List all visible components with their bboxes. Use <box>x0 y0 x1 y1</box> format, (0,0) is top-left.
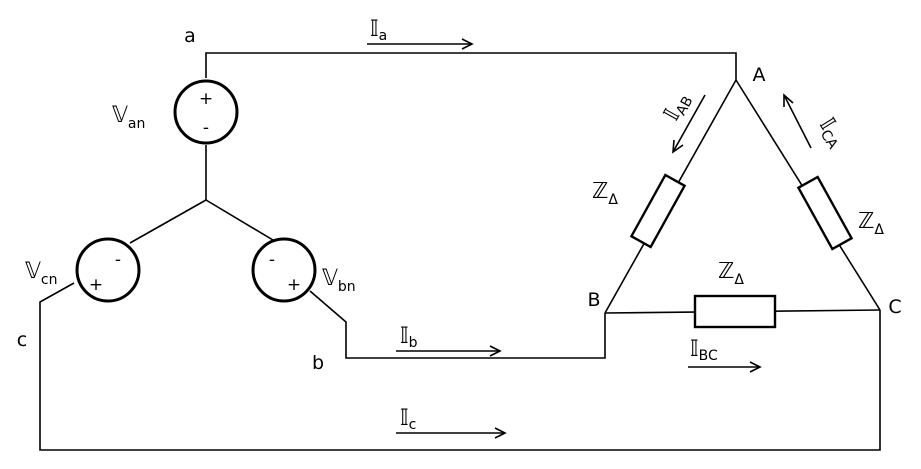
impedance-ca-label: ℤΔ <box>858 209 884 238</box>
arrow-current-ab <box>672 94 706 154</box>
impedance-ab <box>629 173 687 249</box>
source-cn-label: 𝕍cn <box>25 259 57 288</box>
current-b-label: 𝕀b <box>400 324 418 351</box>
arrow-current-bc <box>688 361 762 373</box>
source-cn-minus: - <box>115 250 121 270</box>
node-label-B: B <box>587 289 600 311</box>
source-an-minus: - <box>203 118 209 138</box>
arrow-current-ca <box>783 93 812 149</box>
source-bn: + - <box>251 237 317 303</box>
node-label-C: C <box>888 296 901 318</box>
current-a-label: 𝕀a <box>370 17 387 44</box>
source-bn-circle <box>251 237 317 303</box>
impedance-ca <box>796 175 854 251</box>
source-bn-label: 𝕍bn <box>322 266 356 295</box>
source-cn-circle <box>75 237 141 303</box>
current-c-label: 𝕀c <box>400 406 416 433</box>
source-cn-plus: + <box>89 275 103 295</box>
wire-neutral-to-cn <box>129 199 207 244</box>
impedance-bc-label: ℤΔ <box>718 259 744 288</box>
source-bn-plus: + <box>287 275 301 295</box>
current-bc-label: 𝕀BC <box>690 337 718 364</box>
source-bn-minus: - <box>269 250 275 270</box>
current-ca-label: 𝕀CA <box>812 114 850 152</box>
impedance-ab-label: ℤΔ <box>592 179 618 208</box>
wire-line-b <box>309 290 606 359</box>
wire-neutral-to-bn <box>205 199 279 244</box>
source-an: + - <box>173 79 239 145</box>
source-an-label: 𝕍an <box>112 103 145 132</box>
arrow-current-b <box>396 345 502 357</box>
node-label-b: b <box>312 352 324 374</box>
source-an-circle <box>173 79 239 145</box>
arrow-current-c <box>396 427 507 439</box>
source-an-plus: + <box>199 89 213 109</box>
arrow-current-a <box>367 38 474 50</box>
node-label-a: a <box>184 25 196 47</box>
node-label-c: c <box>17 329 27 351</box>
wire-line-a <box>205 52 737 80</box>
node-label-A: A <box>753 64 766 86</box>
impedance-bc <box>693 294 777 329</box>
wire-line-c <box>39 282 881 451</box>
source-cn: + - <box>75 237 141 303</box>
